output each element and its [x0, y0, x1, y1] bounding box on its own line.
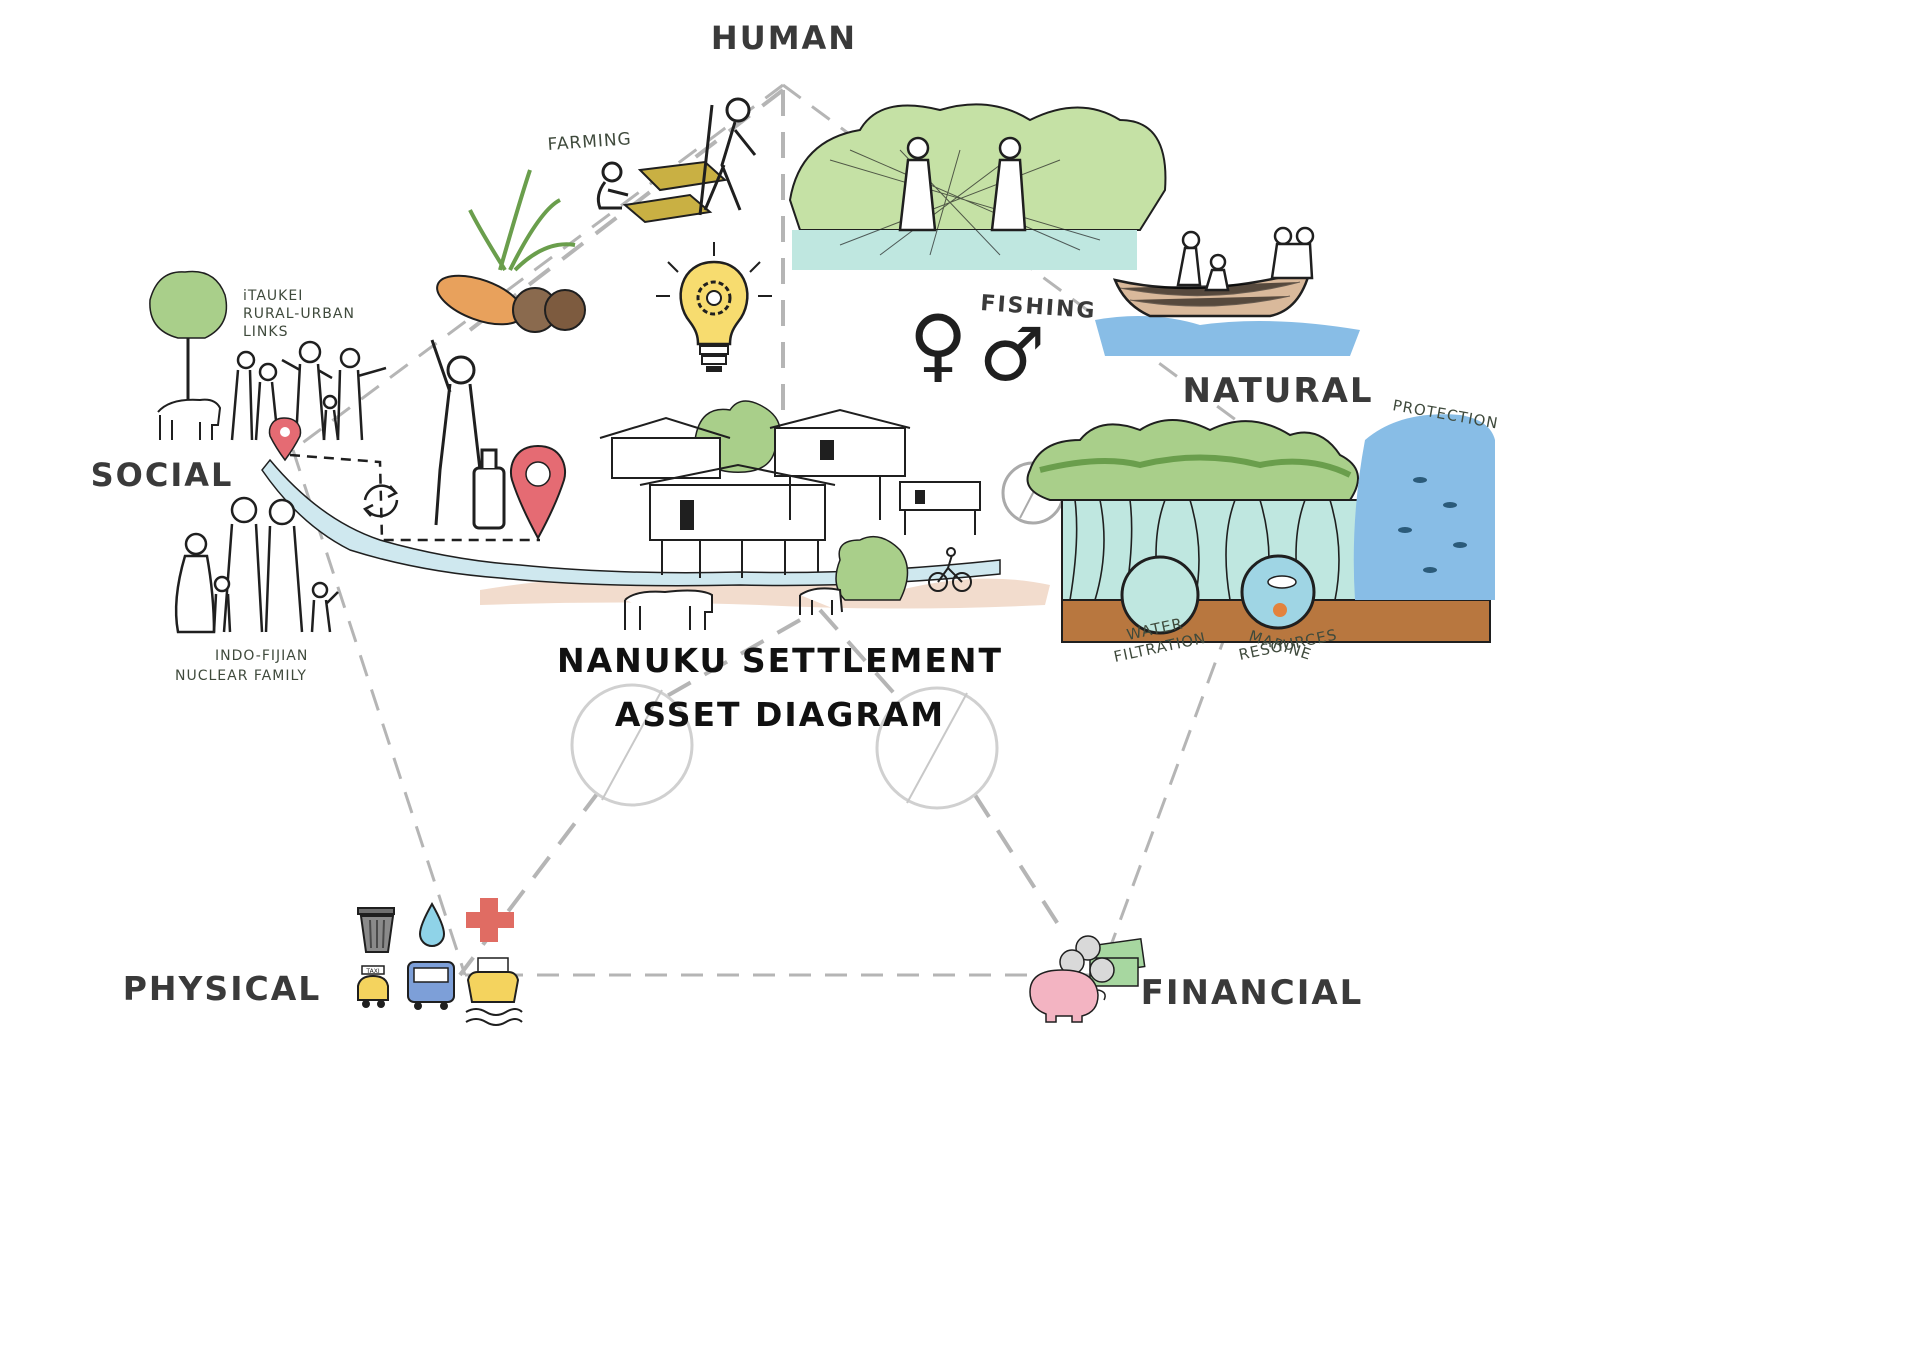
migration-path — [289, 453, 540, 542]
physical-capital-label: PHYSICAL — [123, 969, 322, 1008]
coin-icon — [1089, 957, 1115, 983]
health-cross-icon — [466, 898, 514, 942]
fishing-boat-illustration — [1095, 226, 1360, 356]
financial-inner — [973, 793, 1067, 937]
diagram-title-line-1: NANUKU SETTLEMENT — [557, 641, 1003, 680]
financial-icons — [1029, 935, 1146, 1023]
settlement-illustration — [261, 400, 1050, 630]
taxi-icon: TAXI — [357, 965, 389, 1008]
farming-illustration — [436, 97, 757, 333]
social-capital-label: SOCIAL — [91, 456, 234, 494]
traveler-figure — [430, 339, 506, 530]
farmer-figure — [698, 97, 757, 216]
itaukei-family-figures — [230, 340, 387, 441]
male-symbol-icon: ♂ — [979, 312, 1045, 398]
farming-label: FARMING — [547, 129, 632, 155]
marine-resources-globe — [1240, 554, 1316, 630]
physical-inner — [458, 788, 602, 977]
mangrove-fishing-illustration — [788, 103, 1167, 270]
center-right-inner — [818, 608, 902, 702]
human-capital-label: HUMAN — [711, 19, 857, 57]
water-filtration-globe — [1120, 555, 1200, 635]
trash-bin-icon — [357, 907, 395, 953]
location-pin-small-icon — [268, 417, 302, 462]
coin-icon — [1075, 935, 1101, 961]
indo-fijian-label-1: INDO-FIJIAN — [215, 648, 308, 664]
human-natural-edge — [782, 83, 1291, 462]
fish-icons — [1398, 477, 1467, 573]
tree-icon — [149, 270, 228, 412]
bicycle-icon — [928, 547, 972, 592]
water-drop-icon — [418, 901, 446, 947]
inner-shape — [458, 88, 1291, 977]
crouching-farmer-figure — [596, 161, 629, 210]
diagram-title-line-2: ASSET DIAGRAM — [615, 695, 945, 734]
bus-icon — [407, 961, 455, 1010]
location-pin-large-icon — [510, 444, 566, 541]
itaukei-label-1: iTAUKEI — [243, 288, 303, 304]
center-left-inner — [659, 618, 801, 702]
indo-fijian-label-2: NUCLEAR FAMILY — [175, 668, 307, 684]
empty-asset-circle-right — [875, 686, 999, 810]
crop-field — [622, 160, 728, 224]
taxi-sign-label: TAXI — [365, 968, 379, 975]
female-symbol-icon: ♀ — [909, 298, 968, 391]
social-illustration — [149, 270, 566, 634]
human-social-inner — [468, 88, 785, 332]
crops-bundle — [436, 169, 586, 333]
financial-capital-label: FINANCIAL — [1141, 973, 1364, 1013]
cattle-icons — [624, 587, 843, 630]
goat-icon — [157, 398, 222, 440]
cycle-arrows-icon — [363, 484, 399, 518]
stilt-houses — [611, 427, 981, 541]
mangrove-section-illustration — [1026, 414, 1495, 643]
indo-fijian-family-figures — [174, 496, 339, 634]
itaukei-label-2: RURAL-URBAN — [243, 306, 355, 322]
itaukei-label-3: LINKS — [243, 324, 288, 340]
lightbulb-icon — [656, 242, 772, 372]
ferry-icon — [465, 957, 523, 1026]
human-social-edge — [292, 83, 784, 452]
asset-diagram: FARMING ♀ ♂ — [91, 19, 1500, 1026]
physical-icons: TAXI — [357, 898, 523, 1026]
social-physical-edge — [291, 449, 467, 976]
fishers-figures — [898, 136, 1027, 232]
natural-capital-label: NATURAL — [1182, 371, 1373, 411]
empty-asset-circle-left — [570, 683, 694, 807]
piggy-bank-icon — [1029, 969, 1106, 1023]
